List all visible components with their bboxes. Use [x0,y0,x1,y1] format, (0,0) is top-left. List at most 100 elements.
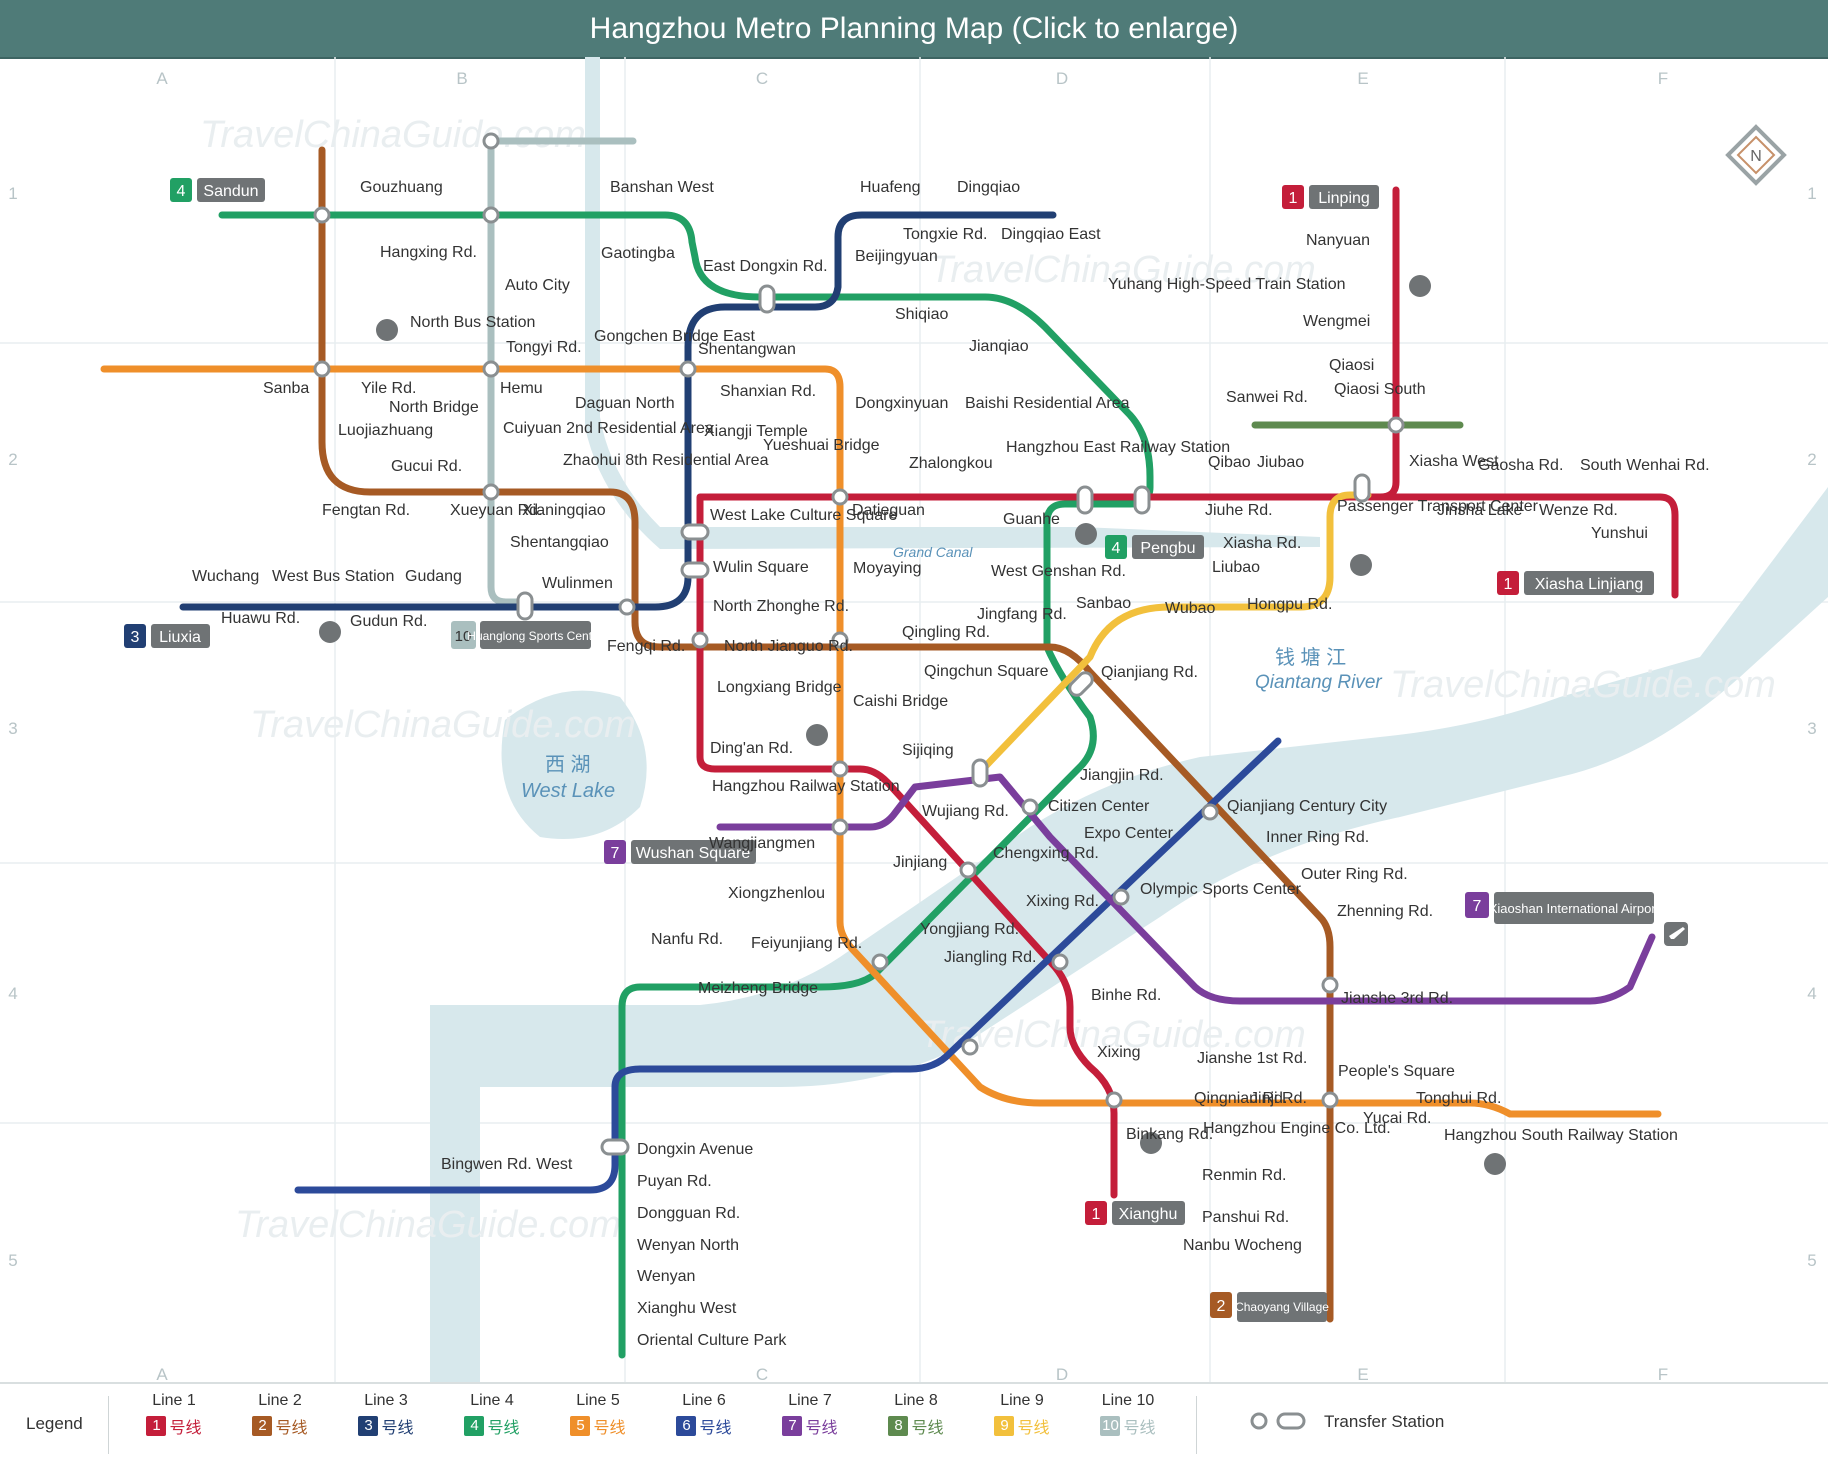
station-label[interactable]: Luojiazhuang [338,422,433,439]
station-label[interactable]: Moyaying [853,560,921,577]
station-label[interactable]: West Lake Culture Square [710,507,897,524]
station-label[interactable]: East Dongxin Rd. [703,258,828,275]
station-label[interactable]: Yunshui [1591,525,1648,542]
station-label[interactable]: Tongxie Rd. [903,226,988,243]
station-label[interactable]: Qingling Rd. [902,624,990,641]
station-label[interactable]: Caishi Bridge [853,693,948,710]
station-label[interactable]: Datieguan [852,502,925,519]
station-label[interactable]: Shiqiao [895,306,948,323]
station-label[interactable]: Jingfang Rd. [977,606,1067,623]
station-label[interactable]: Gucui Rd. [391,458,462,475]
station-label[interactable]: Qingnian Rd. [1194,1090,1287,1107]
station-label[interactable]: Liubao [1212,559,1260,576]
station-label[interactable]: Xixing [1097,1044,1141,1061]
station-label[interactable]: Wengmei [1303,313,1370,330]
station-label[interactable]: Daguan North [575,395,675,412]
station-label[interactable]: Inner Ring Rd. [1266,829,1369,846]
station-label[interactable]: Gaosha Rd. [1478,457,1563,474]
station-label[interactable]: Puyan Rd. [637,1173,712,1190]
station-label[interactable]: Outer Ring Rd. [1301,866,1408,883]
station-label[interactable]: Nanbu Wocheng [1183,1237,1302,1254]
station-label[interactable]: Jinsha Lake [1437,502,1522,519]
station-label[interactable]: Qiaosi [1329,357,1374,374]
station-label[interactable]: Jianqiao [969,338,1029,355]
station-label[interactable]: Yile Rd. [361,380,416,397]
station-label[interactable]: Wangjiangmen [709,835,815,852]
station-label[interactable]: Jiubao [1257,454,1304,471]
station-label[interactable]: Auto City [505,277,570,294]
station-label[interactable]: North Zhonghe Rd. [713,598,849,615]
station-label[interactable]: Qingchun Square [924,663,1049,680]
station-label[interactable]: Gongchen Bridge East [594,328,756,345]
station-label[interactable]: Wenyan North [637,1237,739,1254]
line-4-route-north[interactable] [218,211,1154,1359]
station-label[interactable]: Hangzhou Engine Co. Ltd. [1203,1120,1391,1137]
station-label[interactable]: Dingqiao East [1001,226,1101,243]
station-label[interactable]: Wenyan [637,1268,695,1285]
station-label[interactable]: Fengtan Rd. [322,502,410,519]
station-label[interactable]: Nanyuan [1306,232,1370,249]
line-9-route[interactable] [976,491,1372,776]
station-label[interactable]: Yueshuai Bridge [763,437,880,454]
station-label[interactable]: Huawu Rd. [221,610,300,627]
station-label[interactable]: Xiongzhenlou [728,885,825,902]
station-label[interactable]: Gudun Rd. [350,613,427,630]
line-5-route[interactable] [100,365,1662,1118]
station-label[interactable]: Zhenning Rd. [1337,903,1433,920]
station-label[interactable]: Dongguan Rd. [637,1205,740,1222]
station-label[interactable]: Jiuhe Rd. [1205,502,1273,519]
station-label[interactable]: Yuhang High-Speed Train Station [1108,276,1346,293]
station-label[interactable]: Jiangjin Rd. [1080,767,1164,784]
station-label[interactable]: Longxiang Bridge [717,679,842,696]
station-label[interactable]: Baishi Residential Area [965,395,1130,412]
station-label[interactable]: Oriental Culture Park [637,1332,787,1349]
station-label[interactable]: Gouzhuang [360,179,443,196]
terminals[interactable]: 4 Sandun 1 Linping 1 Xiasha Linjiang 4 P… [124,178,1660,1322]
station-label[interactable]: Passenger Transport Center [1337,498,1539,515]
station-label[interactable]: Sijiqing [902,742,954,759]
station-label[interactable]: West Genshan Rd. [991,563,1126,580]
line-3-route[interactable] [179,211,1057,611]
station-label[interactable]: Sanwei Rd. [1226,389,1308,406]
station-label[interactable]: Qianjiang Century City [1227,798,1387,815]
transfer-stations[interactable] [313,132,1405,1156]
line-10-route[interactable] [487,137,529,606]
station-label[interactable]: Xianingqiao [522,502,606,519]
station-label[interactable]: Dongxinyuan [855,395,948,412]
line-7-route[interactable] [716,773,1656,1005]
station-label[interactable]: Hongpu Rd. [1247,596,1332,613]
station-label[interactable]: Wujiang Rd. [922,803,1009,820]
station-label[interactable]: People's Square [1338,1063,1455,1080]
station-label[interactable]: Qiaosi South [1334,381,1426,398]
station-label[interactable]: Xiasha West [1409,453,1499,470]
station-label[interactable]: Olympic Sports Center [1140,881,1302,898]
station-label[interactable]: North Jianguo Rd. [724,638,853,655]
station-label[interactable]: Qibao [1208,454,1251,471]
page-title[interactable]: Hangzhou Metro Planning Map (Click to en… [589,12,1239,45]
station-label[interactable]: Sanbao [1076,595,1131,612]
station-label[interactable]: Binhe Rd. [1091,987,1161,1004]
station-label[interactable]: Xiasha Rd. [1223,535,1301,552]
station-label[interactable]: Beijingyuan [855,248,938,265]
station-label[interactable]: Binkang Rd. [1126,1126,1213,1143]
station-label[interactable]: Dongxin Avenue [637,1141,753,1158]
station-label[interactable]: Zhalongkou [909,455,993,472]
station-label[interactable]: Ding'an Rd. [710,740,793,757]
station-label[interactable]: Chengxing Rd. [993,845,1099,862]
station-label[interactable]: Guanhe [1003,511,1060,528]
station-label[interactable]: Nanfu Rd. [651,931,723,948]
station-label[interactable]: Yucai Rd. [1363,1110,1431,1127]
station-label[interactable]: Jianshe 1st Rd. [1197,1050,1307,1067]
station-label[interactable]: Citizen Center [1048,798,1150,815]
station-label[interactable]: Wuchang [192,568,259,585]
station-label[interactable]: Fengqi Rd. [607,638,685,655]
station-label[interactable]: South Wenhai Rd. [1580,457,1710,474]
station-label[interactable]: Wenze Rd. [1539,502,1618,519]
station-label[interactable]: Meizheng Bridge [698,980,818,997]
station-label[interactable]: Wulin Square [713,559,809,576]
station-label[interactable]: Hangzhou Railway Station [712,778,900,795]
station-label[interactable]: North Bus Station [410,314,535,331]
station-label[interactable]: North Bridge [389,399,479,416]
station-label[interactable]: Xianghu West [637,1300,737,1317]
station-label[interactable]: Zhaohui 8th Residential Area [563,452,769,469]
